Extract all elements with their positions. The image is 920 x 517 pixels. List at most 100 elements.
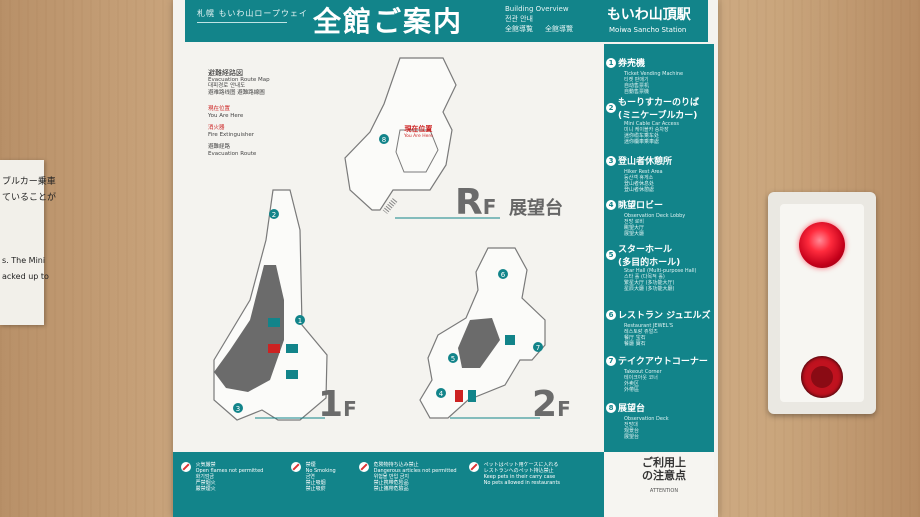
brand-underline: [197, 22, 287, 23]
marker-6-num: 6: [501, 271, 506, 279]
evac-route-en: Evacuation Route: [208, 150, 257, 157]
marker-5: [448, 353, 458, 363]
rf-stairs: [382, 198, 398, 214]
attention-title: ご利用上 の注意点: [642, 456, 686, 482]
floor-1f-number: 1: [318, 384, 344, 425]
floor-1f-suffix: F: [343, 397, 357, 421]
station-name-jp: もいわ山頂駅: [607, 7, 691, 23]
subtitle-en: Building Overview: [505, 5, 569, 13]
left-sign-line: s. The Mini: [2, 256, 46, 265]
legend-name: 眺望ロビー: [618, 201, 664, 211]
you-are-here-jp: 現在位置: [404, 125, 433, 133]
no-smoking-icon: [291, 462, 301, 472]
floor-2f-suffix: F: [557, 397, 571, 421]
legend-translations: Star Hall (Multi-purpose Hall) 스타 홀 (다목적…: [624, 268, 697, 292]
evac-here-en: You Are Here: [208, 112, 244, 119]
legend-translations: Observation Deck Lobby 전망 로비 眺望大厅 展望大廳: [624, 213, 686, 237]
evac-here-jp: 現在位置: [208, 106, 231, 112]
page-title: 全館ご案内: [313, 5, 464, 38]
left-notice-sign: ブルカー乗車 ていることが s. The Mini acked up to: [0, 160, 56, 325]
f2-toilet-icon: [468, 390, 476, 402]
floor-rf-suffix: F: [482, 195, 497, 219]
evac-route-jp: 避難経路: [208, 144, 231, 150]
subtitle-cn1: 全館導覧: [505, 25, 533, 33]
marker-1: [295, 315, 305, 325]
f2-dark-area: [458, 318, 500, 368]
legend-name: 登山者休憩所: [618, 157, 673, 167]
marker-6: [498, 269, 508, 279]
legend-number: 1: [606, 57, 616, 68]
marker-7: [533, 342, 543, 352]
floor-label-rf: RF 展望台: [455, 182, 563, 223]
board-header: 札幌 もいわ山ロープウェイ 全館ご案内 Building Overview 전관…: [185, 0, 603, 42]
marker-3: [233, 403, 243, 413]
legend-number: 2: [606, 103, 616, 113]
marker-3-num: 3: [236, 405, 240, 413]
marker-4-num: 4: [439, 390, 444, 398]
notice-en: Dangerous articles not permitted 위험물 반입 …: [373, 468, 457, 492]
f1-toilet-icon: [268, 344, 280, 353]
legend-name: レストラン ジュエルズ: [618, 311, 711, 321]
floor-rf-jp: 展望台: [508, 198, 563, 219]
rf-inner-room: [395, 129, 439, 173]
legend-translations: Observation Deck 전망대 观景台 展望台: [624, 416, 669, 440]
marker-4: [436, 388, 446, 398]
evac-title-jp: 避難経路図: [208, 69, 243, 77]
f1-dark-area: [214, 265, 284, 392]
station-name-en: Moiwa Sancho Station: [609, 26, 687, 34]
legend-name: 展望台: [618, 404, 646, 414]
f2-toilet-icon: [455, 390, 463, 402]
notice-jp: ペットはペット用ケースに入れる レストランへのペット持込禁止: [483, 462, 559, 474]
legend-name: 券売機: [618, 59, 646, 69]
attention-subtitle: ATTENTION: [649, 488, 679, 494]
brand-text: 札幌 もいわ山ロープウェイ: [197, 9, 308, 18]
notice-en: No Smoking 금연 禁止吸烟 禁止吸菸: [305, 468, 336, 492]
legend-number: 6: [606, 309, 616, 320]
no-dangerous-goods-icon: [359, 462, 369, 472]
marker-5-num: 5: [451, 355, 455, 363]
legend-number: 4: [606, 199, 616, 210]
legend-name: テイクアウトコーナー: [618, 357, 708, 367]
notice-jp: 火気厳禁: [195, 462, 216, 468]
fire-alarm-panel: [768, 192, 876, 414]
f2-accessible-icon: [505, 335, 515, 345]
alarm-button[interactable]: [801, 356, 843, 398]
legend-number: 5: [606, 250, 616, 260]
f1-accessible-icon: [286, 370, 298, 379]
evac-ext-jp: 消火器: [208, 125, 225, 131]
notice-jp: 危険物持ち込み禁止: [373, 462, 419, 468]
notice-pets: ペットはペット用ケースに入れる レストランへのペット持込禁止 Keep pets…: [469, 462, 560, 486]
left-sign-line: ブルカー乗車: [2, 177, 56, 187]
pet-icon: [469, 462, 479, 472]
legend-name: もーりすカーのりば (ミニケーブルカー): [618, 98, 700, 121]
evac-title-cn: 避难路线图 避難路線圖: [208, 89, 265, 96]
legend-translations: Hiker Rest Area 등산객 휴게소 登山者休息处 登山者休憩處: [624, 169, 663, 193]
marker-8: [379, 134, 389, 144]
legend-number: 7: [606, 355, 616, 366]
you-are-here-en: You Are Here: [404, 134, 433, 139]
alarm-button-core[interactable]: [811, 366, 833, 388]
legend-translations: Mini Cable Car Access 미니 케이블카 승차장 迷你缆车乘车…: [624, 121, 679, 145]
alarm-inner-plate: [780, 204, 864, 402]
alarm-lamp-icon: [799, 222, 845, 268]
evac-title-en: Evacuation Route Map: [208, 76, 270, 83]
legend-number: 3: [606, 155, 616, 166]
notice-no-dangerous: 危険物持ち込み禁止 Dangerous articles not permitt…: [359, 462, 457, 492]
legend-translations: Ticket Vending Machine 티켓 판매기 自动售票机 自動售票…: [624, 71, 684, 95]
legend-name: スターホール (多目的ホール): [618, 245, 681, 268]
evac-ext-en: Fire Extinguisher: [208, 131, 254, 138]
left-sign-line: ていることが: [2, 193, 57, 203]
floor-rf-letter: R: [455, 182, 483, 223]
notice-en: Open flames not permitted 화기엄금 严禁烟火 嚴禁煙火: [195, 468, 264, 492]
f1-elevator-icon: [286, 344, 298, 353]
floor-label-2f: 2F: [532, 384, 571, 425]
evac-title-kr: 대피경로 안내도: [208, 83, 246, 89]
notice-en: Keep pets in their carry case No pets al…: [483, 474, 561, 486]
you-are-here-marker: 現在位置 You Are Here: [404, 125, 433, 141]
